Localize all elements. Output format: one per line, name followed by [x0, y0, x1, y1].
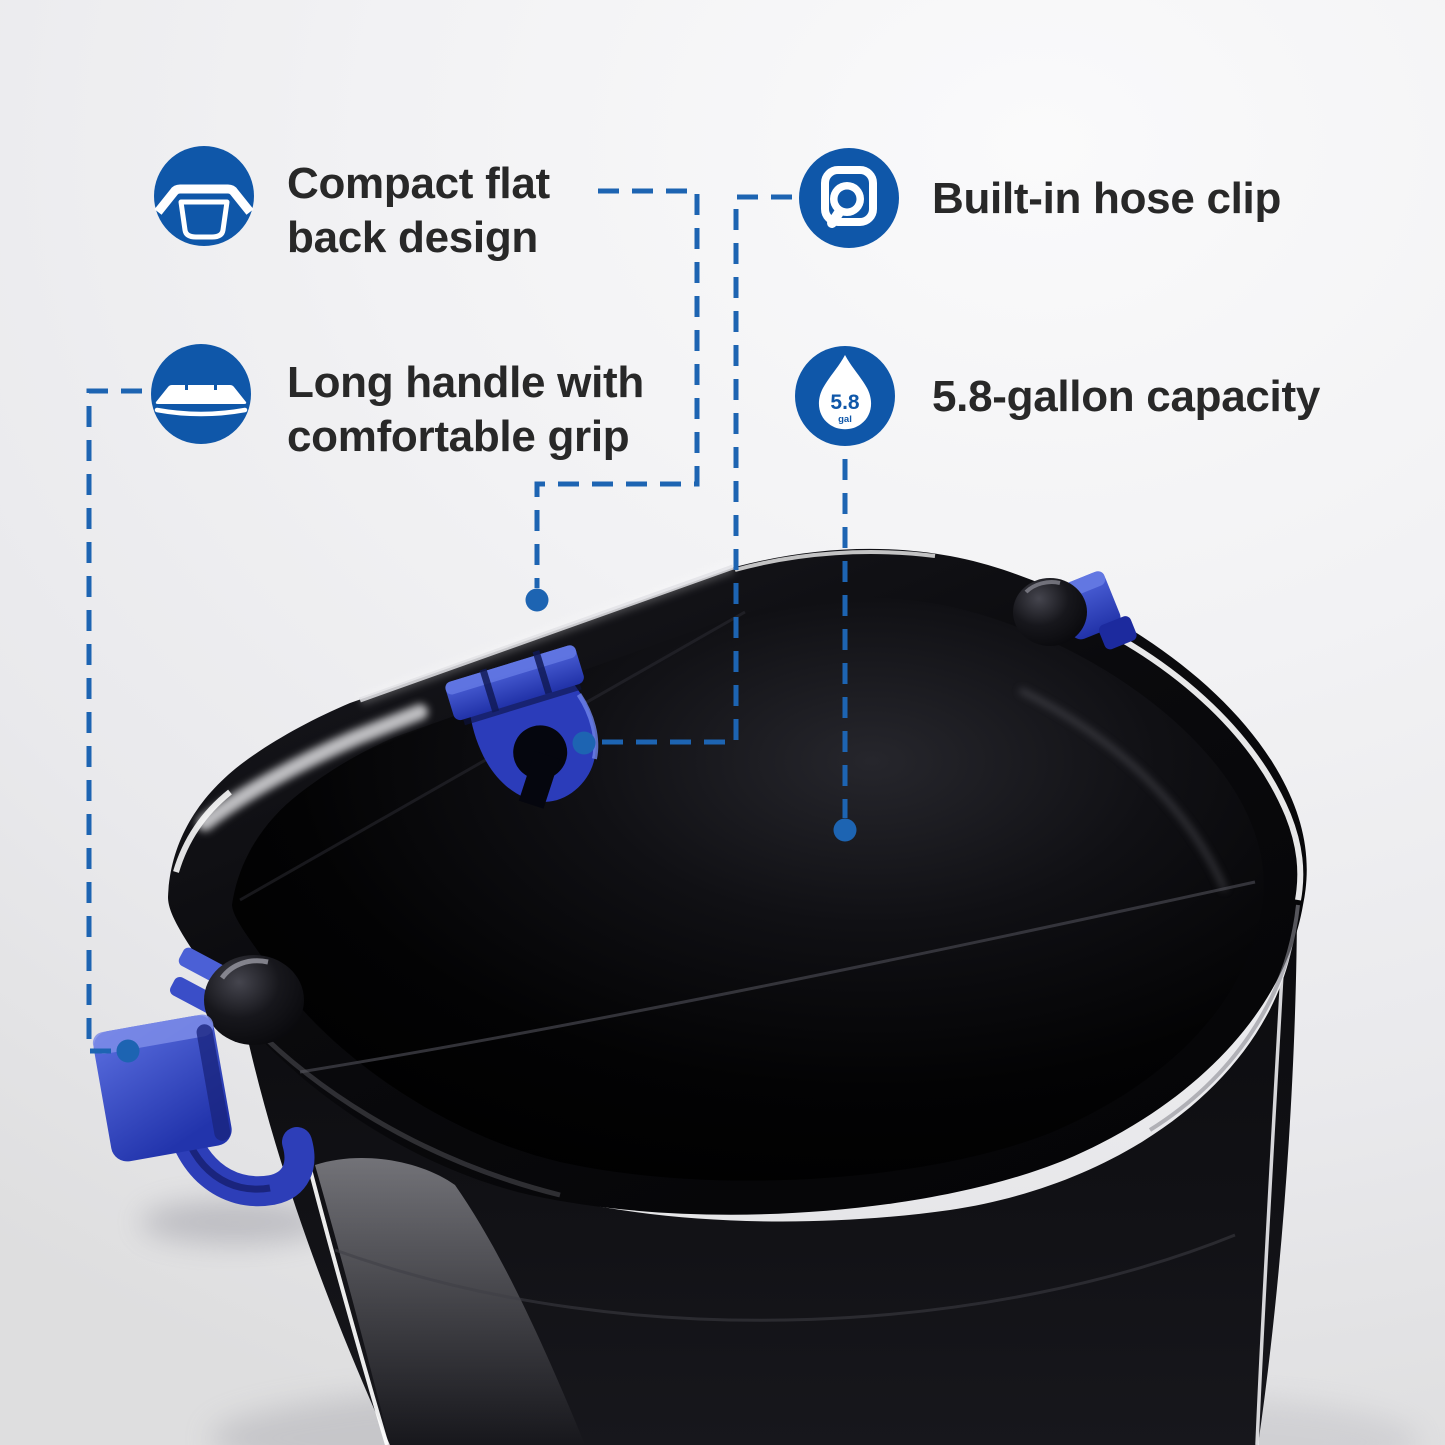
callout-label-hose-clip: Built-in hose clip: [932, 172, 1281, 226]
annotation-endpoints: [116, 588, 857, 1063]
water-drop-icon: 5.8 gal: [795, 346, 895, 446]
interior-divider-line: [299, 880, 1256, 1074]
callout-label-long-handle: Long handle with comfortable grip: [287, 356, 644, 464]
callout-line: back design: [287, 213, 539, 262]
connector-dot-hose-clip: [572, 731, 596, 755]
connector-line-flat-back: [534, 188, 700, 588]
handle-grip-icon: [151, 344, 251, 444]
right-handle-clip: [1013, 571, 1137, 650]
capacity-badge-value: 5.8: [830, 391, 860, 414]
connector-line-long-handle: [86, 388, 142, 1054]
clip-shadow: [140, 1200, 330, 1244]
rim-right-lower-highlight: [1148, 904, 1300, 1132]
callout-line: Long handle with: [287, 358, 644, 407]
body-right-edge-highlight: [1255, 954, 1285, 1445]
annotation-connectors: [86, 188, 848, 1054]
rim-right-outer-highlight: [1093, 622, 1304, 901]
rim-corner-highlight: [173, 789, 232, 873]
connector-dot-long-handle: [116, 1039, 140, 1063]
callout-line: comfortable grip: [287, 412, 630, 461]
body-groove: [334, 1233, 1236, 1322]
flat-back-bucket-icon: [154, 146, 254, 246]
body-left-edge-highlight: [301, 1141, 389, 1445]
callout-line: Compact flat: [287, 159, 550, 208]
callout-label-capacity: 5.8-gallon capacity: [932, 370, 1320, 424]
body-reflection: [315, 1157, 585, 1445]
connector-dot-capacity: [833, 818, 857, 842]
rim-flat-edge-glow: [357, 561, 736, 706]
interior-right-reflection: [1018, 687, 1228, 892]
bucket-illustration: [92, 548, 1420, 1445]
capacity-badge-unit: gal: [838, 414, 852, 425]
left-handle-clip: [92, 947, 315, 1207]
hose-clip-icon: [799, 148, 899, 248]
rim-top-highlight: [734, 550, 936, 572]
rim-face-gloss: [197, 704, 428, 831]
connector-dot-flat-back: [525, 588, 549, 612]
callout-label-flat-back: Compact flat back design: [287, 157, 550, 265]
callout-line: Built-in hose clip: [932, 174, 1282, 223]
callout-line: 5.8-gallon capacity: [932, 372, 1321, 421]
hose-clip-part: [445, 645, 599, 809]
